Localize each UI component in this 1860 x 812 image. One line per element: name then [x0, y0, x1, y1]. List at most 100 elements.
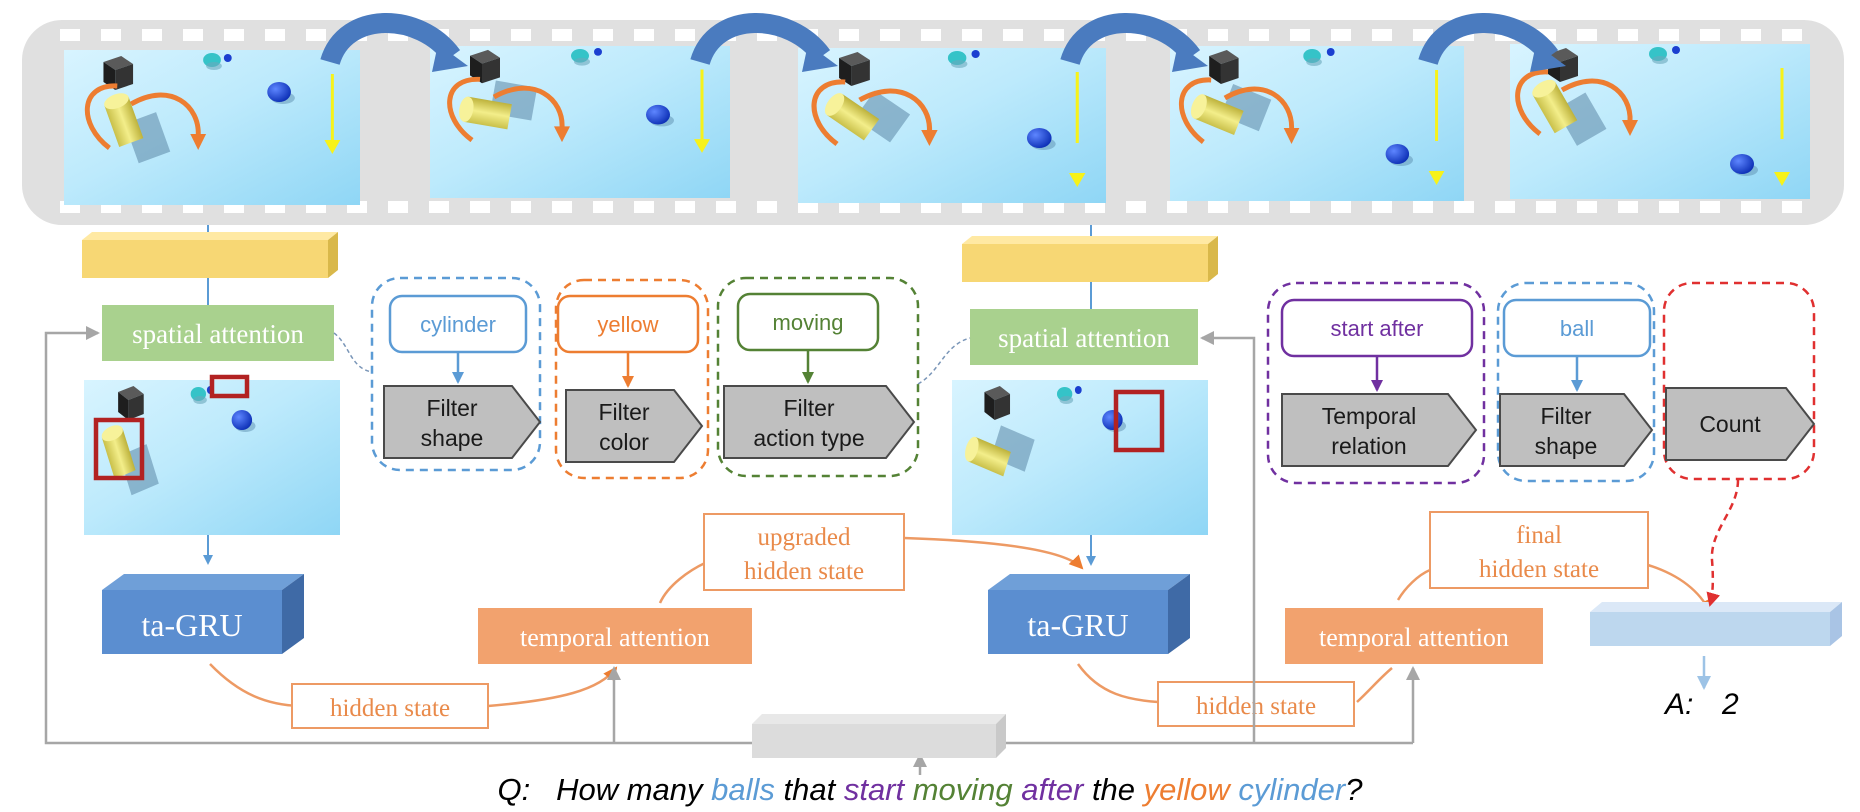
video-frame	[1170, 46, 1464, 201]
feedback-loop	[44, 326, 1420, 775]
sprocket-hole	[962, 201, 982, 213]
sprocket-hole	[265, 29, 285, 41]
question-embedding-block	[752, 714, 1006, 758]
sprocket-hole	[552, 201, 572, 213]
temporal-attention-label: temporal attention	[520, 623, 710, 652]
sprocket-hole	[716, 201, 736, 213]
sprocket-hole	[880, 29, 900, 41]
sprocket-hole	[1700, 201, 1720, 213]
question-prefix: Q:	[498, 772, 557, 807]
curved-arrow-icon	[690, 13, 838, 72]
scene	[430, 46, 730, 198]
sprocket-hole	[1577, 201, 1597, 213]
sprocket-hole	[798, 201, 818, 213]
sprocket-hole	[1618, 201, 1638, 213]
sprocket-hole	[101, 29, 121, 41]
highlight-box	[209, 374, 250, 399]
sprocket-hole	[1003, 201, 1023, 213]
question-word: moving	[913, 772, 1022, 807]
sprocket-hole	[1741, 201, 1761, 213]
sprocket-hole	[388, 201, 408, 213]
sprocket-hole	[921, 29, 941, 41]
question-word: balls	[711, 772, 783, 807]
spatial-attention-label: spatial attention	[132, 319, 304, 349]
program-module-label: Count	[1699, 411, 1761, 437]
sprocket-hole	[60, 29, 80, 41]
program-group-border	[716, 276, 920, 478]
sprocket-hole	[1249, 201, 1269, 213]
sprocket-hole	[1208, 201, 1228, 213]
program-group-border	[554, 278, 710, 480]
program-module-label: Temporal	[1322, 403, 1417, 429]
hidden-state-label: hidden state	[1196, 693, 1316, 720]
sprocket-hole	[183, 29, 203, 41]
program-token-label: start after	[1331, 316, 1424, 341]
question-text: Q: How many balls that start moving afte…	[498, 772, 1364, 807]
scene	[64, 50, 360, 205]
sprocket-hole	[675, 201, 695, 213]
sprocket-hole	[1126, 201, 1146, 213]
program-module-label: relation	[1331, 433, 1406, 459]
sprocket-hole	[675, 29, 695, 41]
program-module-label: shape	[1535, 433, 1598, 459]
frame-transition-arrows	[320, 13, 1566, 72]
sprocket-hole	[593, 29, 613, 41]
scene	[1170, 46, 1464, 201]
spatial-attention-box	[102, 305, 334, 361]
sprocket-hole	[757, 201, 777, 213]
film-frames	[64, 44, 1810, 205]
sprocket-hole	[1372, 29, 1392, 41]
attention-frame-1	[84, 374, 340, 535]
highlight-box	[93, 417, 145, 481]
sprocket-hole	[1618, 29, 1638, 41]
question-word: start	[844, 772, 913, 807]
sprocket-hole	[224, 29, 244, 41]
program-group-border	[1662, 281, 1816, 481]
film-sprockets-bottom	[60, 201, 1802, 213]
sprocket-hole	[1782, 201, 1802, 213]
sprocket-hole	[306, 29, 326, 41]
program-module-shape	[1499, 393, 1654, 467]
upgraded-hidden-state-box	[703, 513, 905, 591]
scene	[84, 380, 340, 535]
sprocket-hole	[839, 29, 859, 41]
curved-arrow-icon	[320, 13, 468, 72]
upgraded-hidden-state-line1: upgraded	[757, 524, 851, 551]
hidden-state-label: hidden state	[330, 695, 450, 722]
program-module-shape	[723, 385, 916, 459]
sprocket-hole	[1413, 201, 1433, 213]
question-word: that	[784, 772, 844, 807]
sprocket-hole	[839, 201, 859, 213]
program-module-shape	[1281, 393, 1478, 467]
upgraded-hidden-state-line2: hidden state	[744, 558, 864, 585]
tagru-block-2	[988, 574, 1190, 654]
sprocket-hole	[1782, 29, 1802, 41]
temporal-attention-label: temporal attention	[1319, 623, 1509, 652]
sprocket-hole	[880, 201, 900, 213]
scene	[798, 48, 1106, 203]
sprocket-hole	[1167, 201, 1187, 213]
final-hidden-state-line2: hidden state	[1479, 556, 1599, 583]
sprocket-hole	[1741, 29, 1761, 41]
tagru-label: ta-GRU	[1027, 607, 1128, 643]
sprocket-hole	[1372, 201, 1392, 213]
sprocket-hole	[962, 29, 982, 41]
sprocket-hole	[921, 201, 941, 213]
sprocket-hole	[1044, 201, 1064, 213]
sprocket-hole	[552, 29, 572, 41]
highlight-box	[1113, 389, 1165, 453]
sprocket-hole	[1659, 201, 1679, 213]
answer-value: 2	[1721, 688, 1739, 721]
program-token-label: yellow	[597, 312, 658, 337]
program-token-label: cylinder	[420, 312, 496, 337]
sprocket-hole	[1249, 29, 1269, 41]
tagru-label: ta-GRU	[141, 607, 242, 643]
sprocket-hole	[1331, 201, 1351, 213]
scene	[952, 380, 1208, 535]
spatial-attention-box	[970, 309, 1198, 365]
tagru-block-1	[102, 574, 304, 654]
final-hidden-state-box	[1429, 511, 1649, 589]
program-module-label: action type	[753, 425, 864, 451]
